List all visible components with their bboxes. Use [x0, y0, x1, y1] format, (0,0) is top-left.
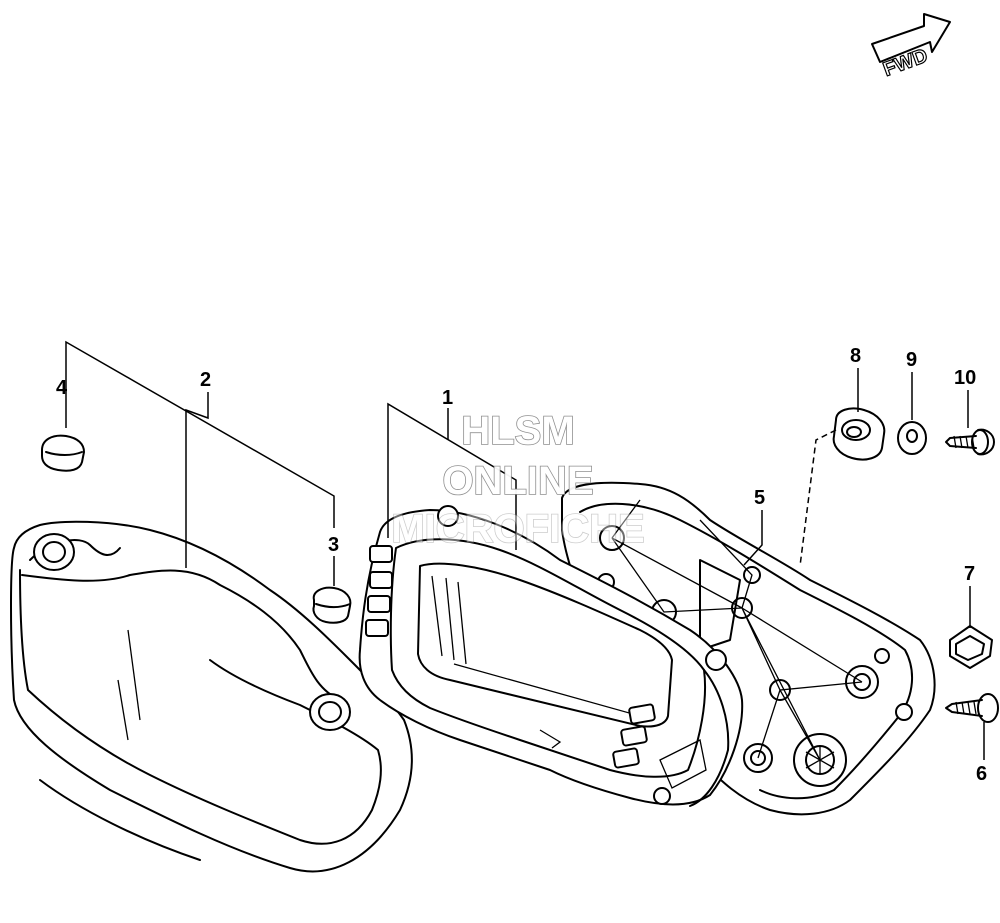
callout-5: 5 — [754, 487, 765, 509]
part-7-nut-clip — [949, 625, 993, 669]
part-10-screw — [945, 428, 995, 456]
callout-7: 7 — [964, 563, 975, 585]
callout-10: 10 — [954, 367, 976, 389]
part-5-meter-case — [561, 481, 936, 816]
callout-4: 4 — [56, 377, 68, 399]
callout-3: 3 — [328, 534, 339, 556]
callout-1: 1 — [442, 387, 453, 409]
part-9-washer — [897, 421, 927, 455]
part-2-meter-cover — [10, 520, 413, 873]
watermark: HLSM ONLINE MICROFICHE — [391, 408, 646, 552]
leader-lines — [65, 340, 985, 760]
watermark-line-3: MICROFICHE — [391, 507, 644, 551]
watermark-line-1: HLSM — [461, 409, 574, 453]
part-1-meter-assembly — [358, 505, 744, 807]
part-3-grommet — [312, 586, 352, 624]
part-8-damper — [832, 407, 886, 461]
fwd-arrow-badge: FWD — [871, 13, 951, 82]
callout-2: 2 — [200, 369, 211, 391]
part-6-screw — [945, 693, 999, 723]
part-4-grommet — [41, 434, 85, 472]
watermark-line-2: ONLINE — [442, 459, 593, 503]
callout-9: 9 — [906, 349, 917, 371]
callout-8: 8 — [850, 345, 861, 367]
callout-6: 6 — [976, 763, 987, 785]
